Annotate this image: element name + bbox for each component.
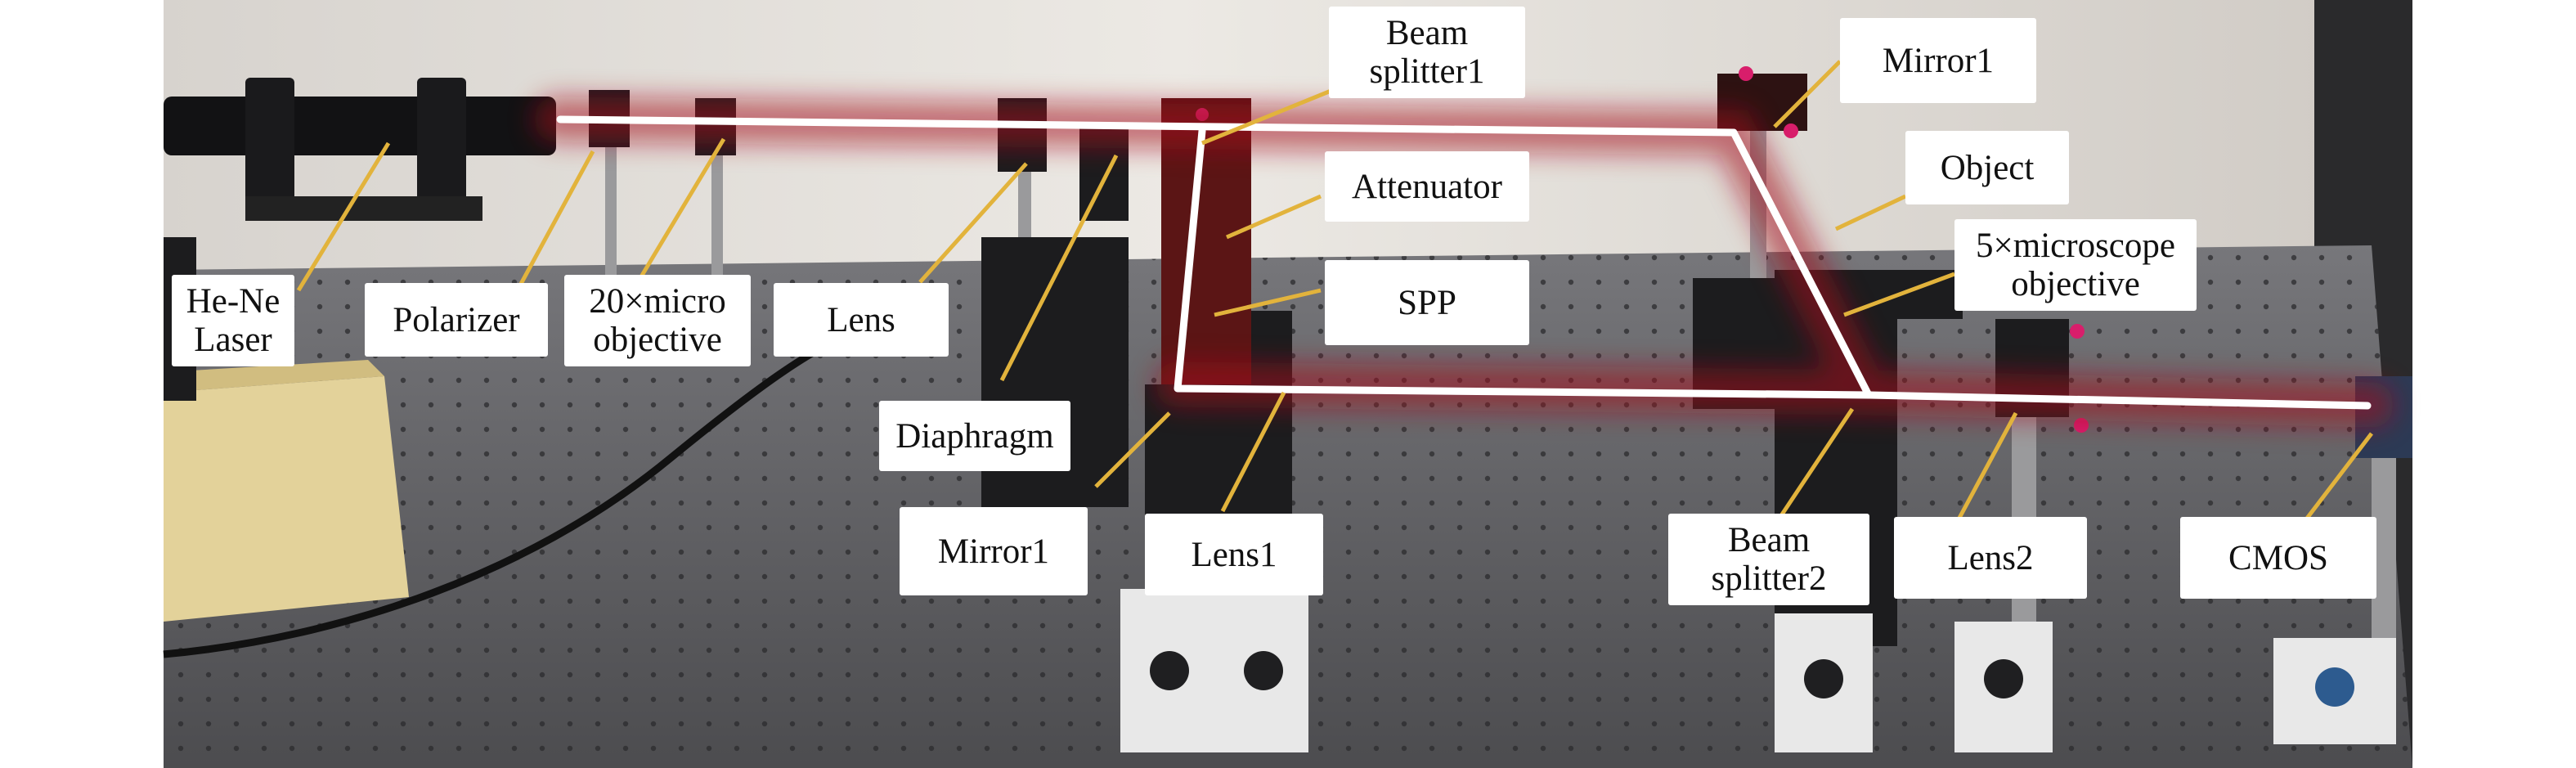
label-spp-text: SPP [1398, 283, 1456, 322]
label-lens-text: Lens [827, 300, 895, 339]
beam-path [556, 115, 2372, 410]
label-beam-splitter2: Beam splitter2 [1668, 514, 1869, 605]
label-attenuator-text: Attenuator [1352, 167, 1502, 206]
leader-lines [296, 60, 2373, 521]
cable [163, 323, 868, 658]
wooden-box [164, 376, 409, 622]
label-he-ne-laser-line1: He-Ne [186, 282, 280, 321]
laser-base [245, 196, 482, 221]
label-5x-microscope-objective-line2: objective [2011, 265, 2140, 303]
label-mirror1-top: Mirror1 [1840, 18, 2036, 103]
magnetic-base-knobs [1150, 651, 2354, 707]
label-lens2: Lens2 [1894, 517, 2087, 599]
label-beam-splitter1-line1: Beam [1385, 14, 1469, 52]
label-object-text: Object [1940, 148, 2035, 187]
label-20x-micro-objective: 20×micro objective [564, 275, 751, 366]
label-lens2-text: Lens2 [1947, 538, 2034, 577]
label-beam-splitter2-line1: Beam [1727, 521, 1811, 559]
label-20x-micro-objective-line2: objective [593, 321, 722, 359]
label-spp: SPP [1325, 260, 1529, 345]
label-mirror1-top-text: Mirror1 [1882, 41, 1995, 80]
label-20x-micro-objective-line1: 20×micro [589, 282, 726, 321]
he-ne-laser-tube [164, 97, 556, 155]
label-beam-splitter1: Beam splitter1 [1329, 7, 1525, 98]
label-cmos-text: CMOS [2228, 538, 2328, 577]
label-mirror1-bottom: Mirror1 [900, 507, 1088, 595]
laser-mount-1 [245, 78, 294, 209]
label-diaphragm-text: Diaphragm [895, 416, 1054, 456]
label-polarizer-text: Polarizer [393, 300, 520, 339]
label-attenuator: Attenuator [1325, 151, 1529, 222]
label-5x-microscope-objective: 5×microscope objective [1954, 219, 2197, 311]
label-object: Object [1905, 131, 2069, 204]
label-he-ne-laser: He-Ne Laser [172, 275, 294, 366]
label-beam-splitter1-line2: splitter1 [1369, 52, 1485, 91]
wooden-box-top [164, 360, 384, 393]
label-polarizer: Polarizer [365, 283, 548, 357]
label-beam-splitter2-line2: splitter2 [1711, 559, 1827, 598]
label-mirror1-bottom-text: Mirror1 [937, 532, 1050, 571]
laser-mount-2 [417, 78, 466, 209]
label-cmos: CMOS [2180, 517, 2376, 599]
label-5x-microscope-objective-line1: 5×microscope [1976, 227, 2175, 265]
label-lens: Lens [774, 283, 949, 357]
label-he-ne-laser-line2: Laser [194, 321, 272, 359]
label-diaphragm: Diaphragm [879, 401, 1070, 471]
label-lens1: Lens1 [1145, 514, 1323, 595]
label-lens1-text: Lens1 [1191, 535, 1277, 574]
